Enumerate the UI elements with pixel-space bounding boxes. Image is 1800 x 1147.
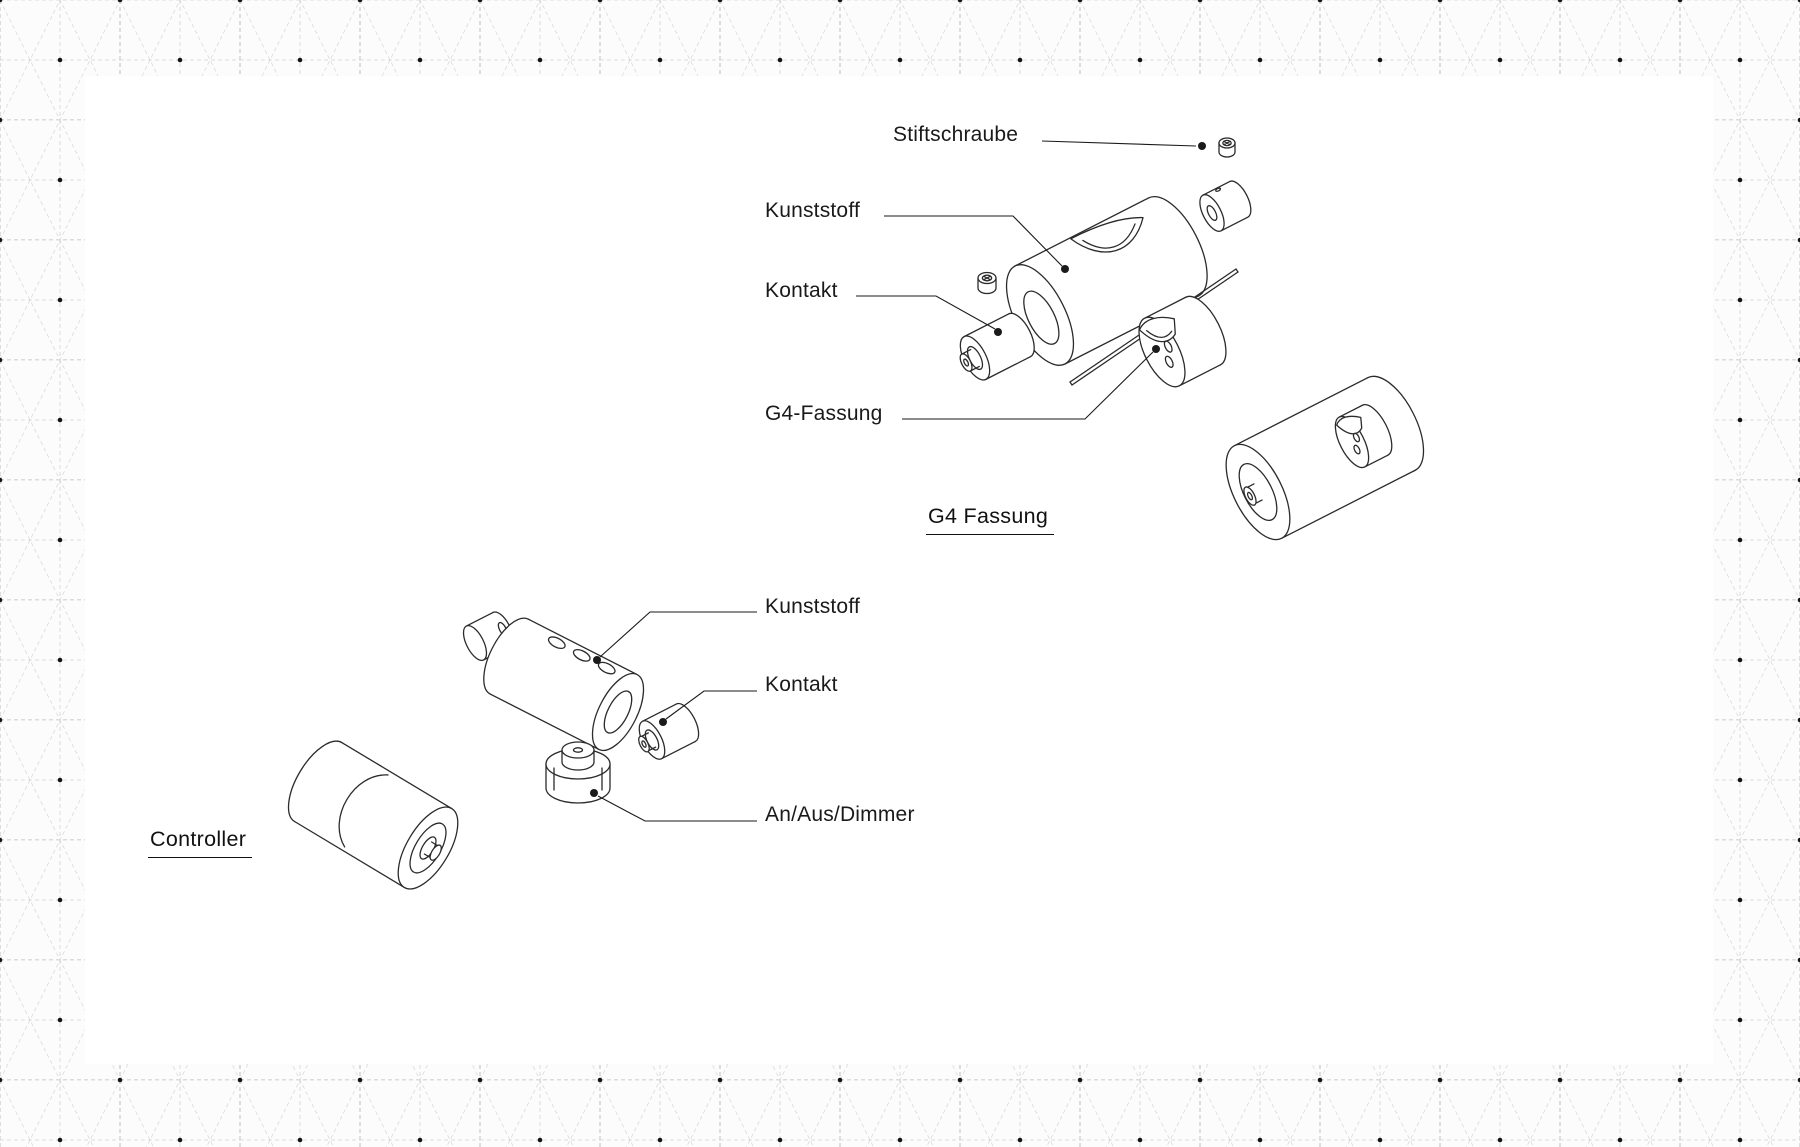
part-controller-assembled — [287, 740, 459, 890]
part-g4-socket-insert — [1138, 295, 1227, 388]
part-g4-assembled — [1225, 375, 1425, 541]
leader-lines — [590, 140, 1206, 822]
label-g4-kunststoff: Kunststoff — [765, 199, 861, 222]
leader-dot-controller-kontakt — [659, 718, 667, 726]
label-controller-kunststoff: Kunststoff — [765, 595, 861, 618]
part-set-screw-top — [1218, 137, 1236, 158]
part-controller-kontakt — [638, 702, 700, 760]
leader-g4-fassung — [902, 351, 1154, 420]
leader-dot-an-aus-dimmer — [590, 789, 598, 797]
leader-controller-kontakt — [665, 690, 757, 720]
label-stiftschraube: Stiftschraube — [893, 123, 1019, 146]
part-g4-kontakt — [959, 312, 1035, 381]
leader-dot-controller-kunststoff — [593, 656, 601, 664]
leader-controller-kunststoff — [599, 611, 757, 658]
label-g4-kontakt: Kontakt — [765, 279, 838, 302]
leader-dot-g4-kontakt — [994, 328, 1002, 336]
leader-g4-kontakt — [856, 295, 996, 330]
leader-dot-stiftschraube — [1198, 142, 1206, 150]
leader-stiftschraube — [1041, 140, 1197, 147]
part-dimmer-knob — [545, 741, 611, 804]
part-g4-end-cap — [1199, 180, 1252, 232]
leader-an-aus-dimmer — [597, 795, 757, 822]
label-an-aus-dimmer: An/Aus/Dimmer — [765, 803, 915, 826]
part-g4-socket-mounted — [1334, 404, 1393, 469]
label-controller-kontakt: Kontakt — [765, 673, 838, 696]
leader-dot-g4-kunststoff — [1061, 265, 1069, 273]
drawing-paper — [85, 76, 1713, 1064]
part-controller-body-kunststoff — [483, 617, 645, 752]
part-set-screw-side — [977, 271, 997, 295]
leader-g4-kunststoff — [884, 215, 1063, 267]
leader-dot-g4-fassung — [1152, 345, 1160, 353]
section-title-g4-fassung: G4 Fassung — [926, 504, 1055, 535]
label-g4-fassung: G4-Fassung — [765, 402, 883, 425]
section-title-controller: Controller — [148, 827, 253, 858]
